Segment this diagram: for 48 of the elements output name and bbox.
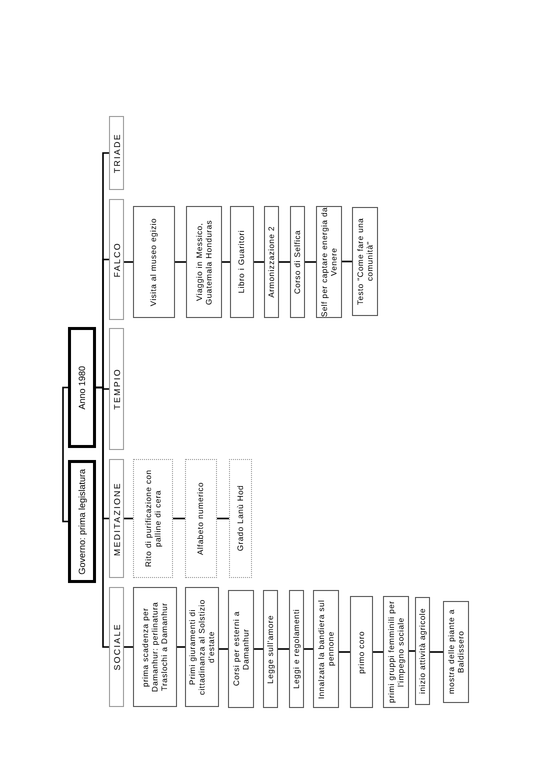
connector-line xyxy=(62,386,68,522)
connector-line xyxy=(217,518,229,520)
event-box: Libro i Guaritori xyxy=(230,206,254,318)
connector-line xyxy=(279,261,290,263)
connector-line xyxy=(175,261,186,263)
connector-line xyxy=(305,261,316,263)
event-box: Innalzata la bandiera sul pennone xyxy=(313,590,339,708)
connector-line xyxy=(96,386,109,648)
connector-line xyxy=(373,651,383,653)
title-box: Governo: prima legislatura xyxy=(68,460,96,583)
connector-line xyxy=(219,648,228,650)
connector-line xyxy=(222,261,230,263)
connector-line xyxy=(339,651,350,653)
category-box: MEDITAZIONE xyxy=(109,459,124,578)
event-box: Grado Lanù Hod xyxy=(229,459,252,578)
event-box: prima scadenza per Damanhur: perlinatura Traslochi a Damanhur xyxy=(133,587,177,707)
event-box: Corso di Selfica xyxy=(290,206,305,318)
event-box: Viaggio in Messico, Guatemala Honduras xyxy=(186,206,222,318)
connector-line xyxy=(278,648,289,650)
event-box: Leggi e regolamenti xyxy=(289,590,304,708)
category-box: TEMPIO xyxy=(109,328,124,450)
connector-line xyxy=(173,518,185,520)
event-box: mostra delle piante a Baldissero xyxy=(443,601,469,703)
connector-line xyxy=(342,260,352,262)
connector-line xyxy=(124,261,133,263)
category-box: TRIADE xyxy=(109,116,124,190)
category-box: SOCIALE xyxy=(109,587,124,707)
connector-line xyxy=(254,648,263,650)
event-box: Testo "Come fare una comunità" xyxy=(352,207,378,316)
title-box: Anno 1980 xyxy=(68,327,96,448)
event-box: Primi giuramenti di cittadinanza al Solstizio d'estate xyxy=(185,587,219,707)
event-box: Alfabeto numerico xyxy=(185,459,217,578)
connector-line xyxy=(177,646,185,648)
event-box: inizio attività agricole xyxy=(415,597,430,705)
connector-line xyxy=(124,518,133,520)
category-box: FALCO xyxy=(109,199,124,320)
event-box: Visita al museo egizio xyxy=(133,206,175,318)
connector-line xyxy=(409,650,415,652)
connector-line xyxy=(430,651,443,653)
event-box: Armonizzazione 2 xyxy=(264,206,279,318)
event-box: Legge sull'amore xyxy=(263,590,278,708)
connector-line xyxy=(254,261,264,263)
event-box: Rito di purificazione con palline di cera xyxy=(133,459,173,578)
event-box: Corsi per esterni a Damanhur xyxy=(228,590,254,708)
event-box: primo coro xyxy=(350,596,373,708)
event-box: Self per captare energia da Venere xyxy=(316,206,342,318)
connector-line xyxy=(304,648,313,650)
connector-line xyxy=(124,646,133,648)
